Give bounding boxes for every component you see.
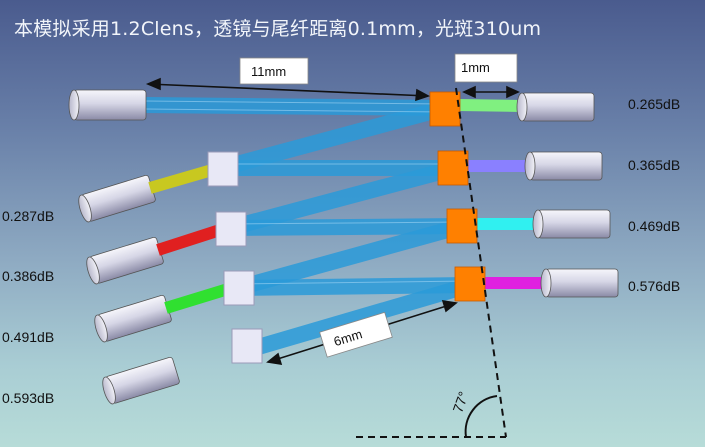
- loss-right-2: 0.365dB: [628, 157, 681, 173]
- collimator-right-3: [532, 209, 611, 239]
- lens-block-4: [231, 328, 263, 364]
- collimator-left-2: [86, 236, 164, 285]
- filter-3: [446, 208, 478, 244]
- collimator-right-4: [540, 268, 619, 298]
- angle-label: 77°: [449, 389, 471, 414]
- beam-paths: [144, 97, 473, 358]
- tilt-reference-line: [455, 87, 507, 438]
- right-collimators: [516, 92, 619, 298]
- lens-block-1: [207, 151, 239, 187]
- label-1mm: 1mm: [461, 60, 490, 75]
- beam-segment-6: [237, 277, 471, 296]
- filters: [429, 91, 486, 302]
- collimator-input: [68, 89, 147, 121]
- collimator-left-1: [78, 174, 156, 223]
- fiber-right-1: [457, 99, 523, 112]
- fiber-left-1: [148, 164, 214, 194]
- loss-left-2: 0.386dB: [2, 268, 55, 284]
- dimension-labels: 11mm 1mm 6mm: [239, 53, 518, 358]
- lens-block-3: [223, 270, 255, 306]
- collimator-right-2: [524, 151, 603, 181]
- angle-arc: [464, 395, 498, 438]
- page-title: 本模拟采用1.2Clens，透镜与尾纤距离0.1mm，光斑310um: [14, 18, 542, 40]
- beam-segment-5: [235, 218, 465, 296]
- filter-2: [437, 150, 469, 186]
- beam-input: [144, 97, 446, 116]
- left-collimators: [78, 174, 180, 405]
- loss-left-1: 0.287dB: [2, 208, 55, 224]
- loss-right-3: 0.469dB: [628, 218, 681, 234]
- collimator-left-4: [102, 356, 180, 405]
- left-lens-blocks: [207, 151, 263, 364]
- filter-4: [454, 266, 486, 302]
- loss-left-4: 0.593dB: [2, 390, 55, 406]
- beam-segment-3: [227, 160, 458, 236]
- left-fiber-segments: [148, 164, 230, 314]
- dim-11mm-line: [147, 83, 429, 97]
- beam-segment-4: [229, 218, 463, 236]
- label-11mm: 11mm: [251, 64, 286, 79]
- reference-lines: [356, 87, 507, 438]
- right-fiber-segments: [457, 99, 546, 289]
- dimension-arrows: [145, 77, 520, 365]
- lens-block-2: [215, 211, 247, 247]
- fiber-left-3: [164, 283, 230, 314]
- loss-left-3: 0.491dB: [2, 329, 55, 345]
- beam-segment-7: [245, 277, 473, 358]
- collimator-right-1: [516, 92, 595, 122]
- beam-segment-1: [219, 100, 448, 176]
- collimator-left-3: [94, 294, 172, 343]
- filter-1: [429, 91, 461, 127]
- loss-right-4: 0.576dB: [628, 278, 681, 294]
- loss-right-1: 0.265dB: [628, 96, 681, 112]
- fiber-left-2: [156, 224, 222, 256]
